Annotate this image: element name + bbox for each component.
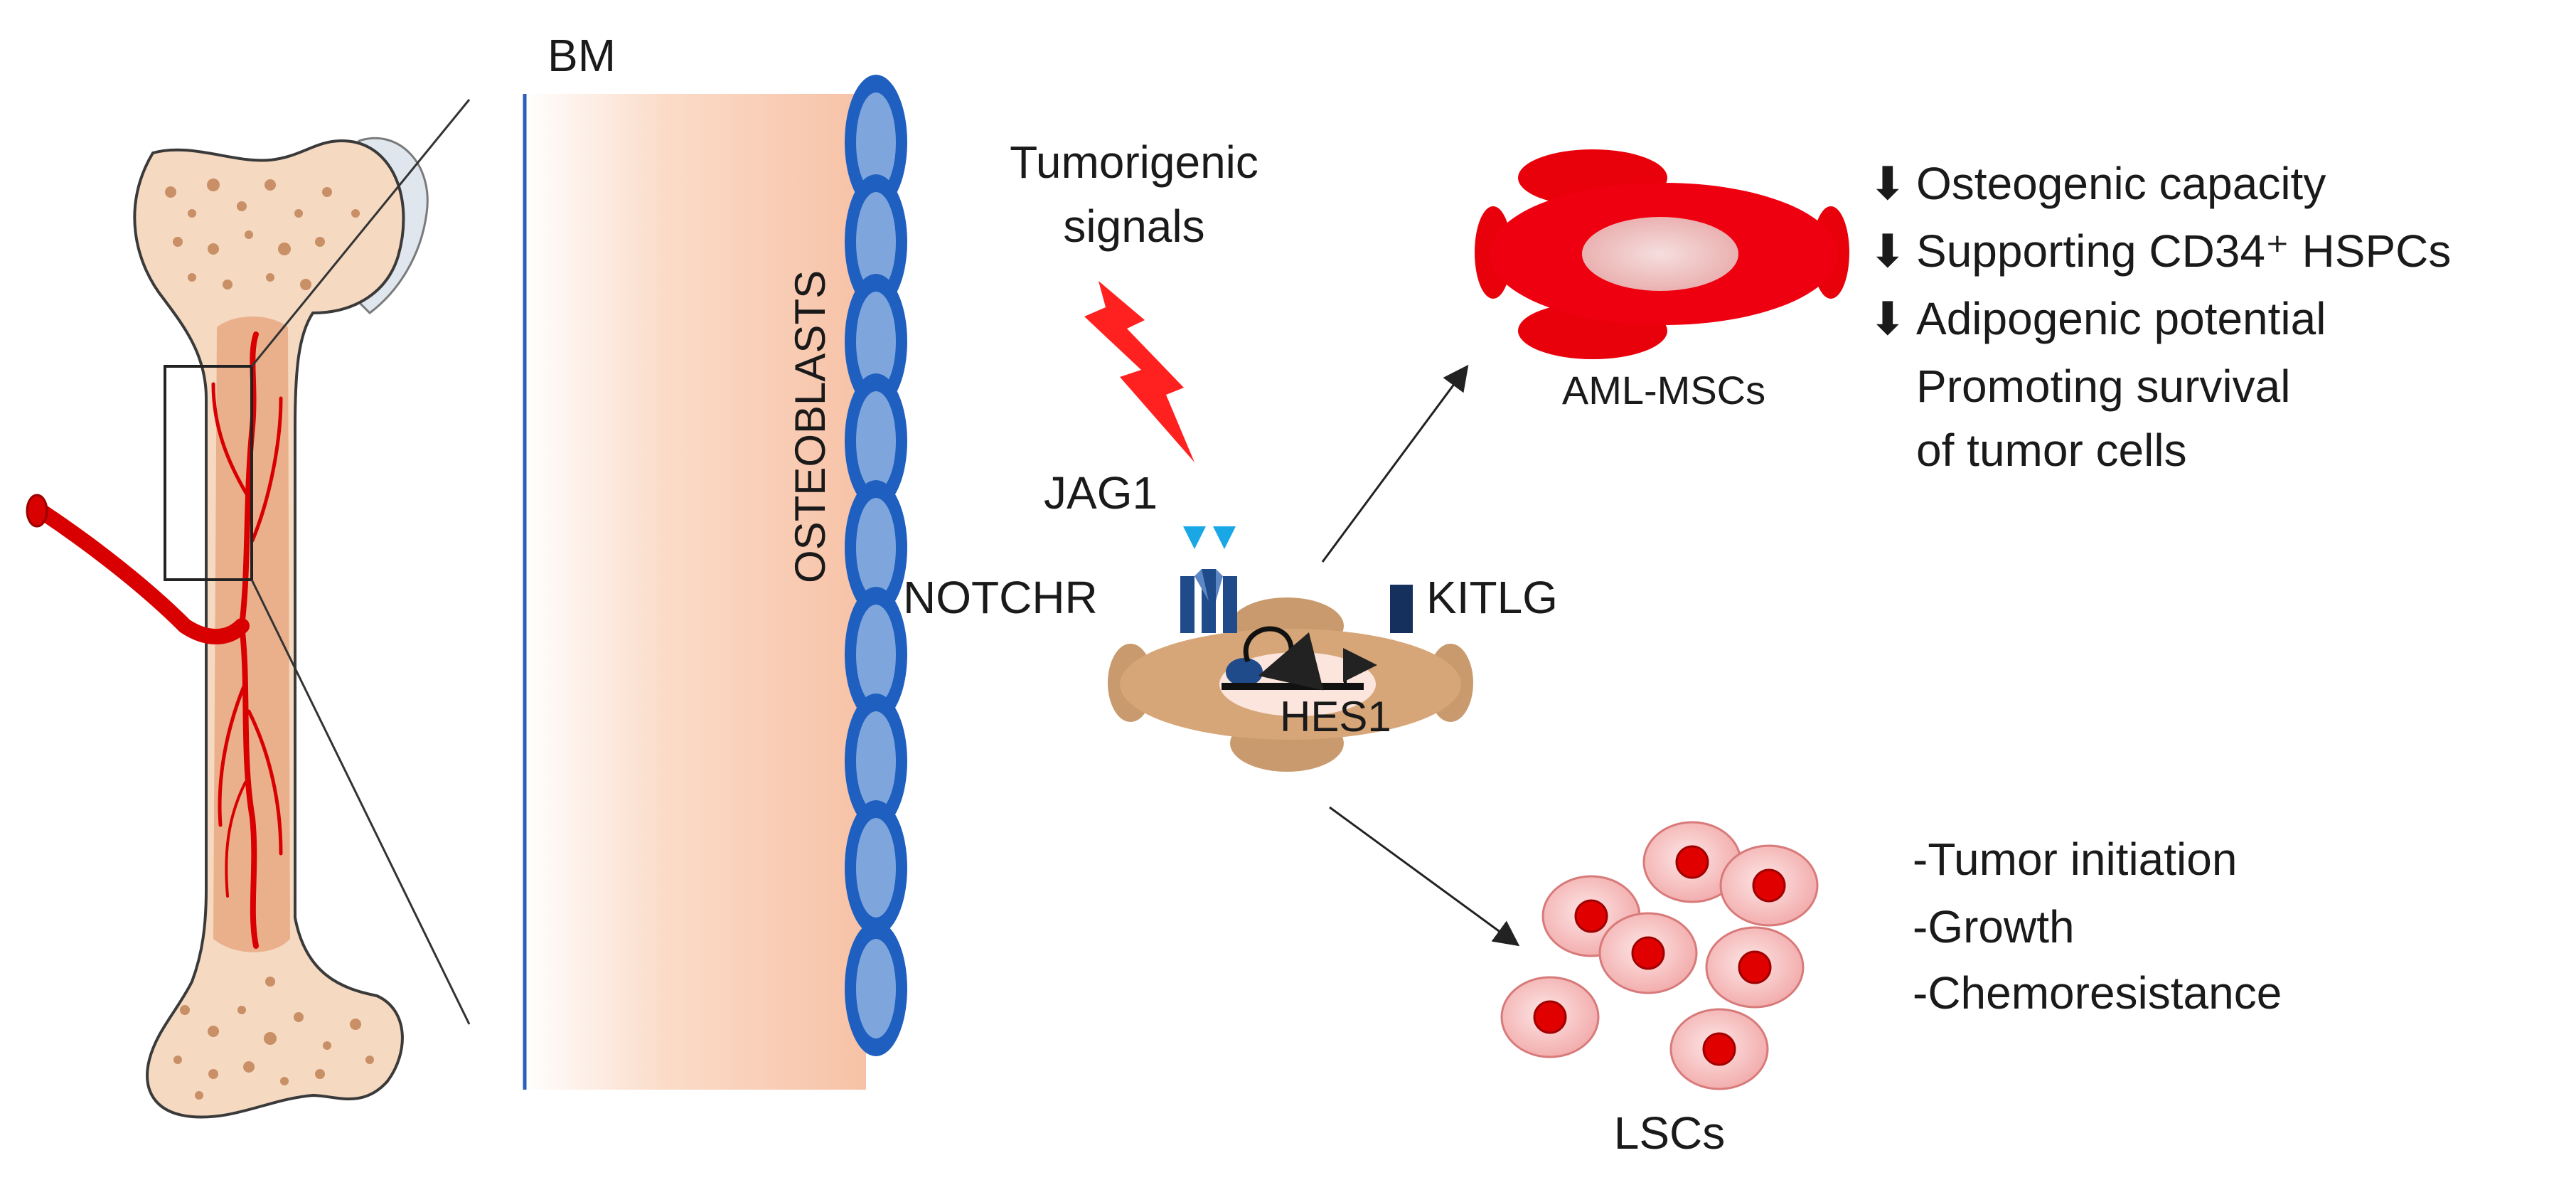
aml-msc-cell [1475, 149, 1849, 359]
transcription-factor-icon [1226, 658, 1263, 686]
osteoblast-cell [845, 693, 907, 829]
osteoblast-cell [845, 174, 907, 309]
osteoblast-cell [845, 75, 907, 210]
lsc-cell [1500, 976, 1600, 1058]
lsc-cell [1598, 912, 1698, 994]
osteoblast-cell [845, 274, 907, 409]
aml-effect-item: Promoting survival [1916, 361, 2290, 412]
msc-cell [1108, 597, 1473, 772]
lsc-effect-item: -Growth [1913, 901, 2075, 952]
jag1-ligand-icon [1183, 526, 1206, 549]
notchr-label: NOTCHR [903, 572, 1098, 623]
zoom-line-top [250, 99, 471, 367]
decrease-arrow-icon: ⬇ [1869, 225, 1907, 277]
osteoblast-cell [845, 800, 907, 935]
aml-effect-item: Adipogenic potential [1916, 293, 2326, 344]
feedback-loop-arrow-icon [1243, 626, 1324, 691]
arrow-to-lscs [1329, 806, 1520, 947]
bm-label: BM [547, 30, 616, 81]
kitlg-icon [1390, 585, 1413, 633]
aml-effect-item: Supporting CD34⁺ HSPCs [1916, 225, 2451, 277]
bone-marrow-region [525, 94, 866, 1090]
hes1-label: HES1 [1280, 693, 1391, 740]
lsc-cell [1705, 926, 1805, 1009]
lightning-bolt-icon [1084, 281, 1195, 462]
kitlg-label: KITLG [1426, 572, 1558, 623]
transcription-start-arrow-icon [1343, 648, 1377, 683]
zoom-line-bottom [250, 579, 471, 1025]
osteoblast-cell [845, 480, 907, 615]
lsc-effect-item: -Tumor initiation [1913, 834, 2237, 885]
osteoblast-cell [845, 373, 907, 509]
aml-effects-list: ⬇Osteogenic capacity⬇Supporting CD34⁺ HS… [1869, 158, 2451, 476]
osteoblast-cell [845, 921, 907, 1056]
spongy-bone-top [165, 179, 360, 290]
tumorigenic-signals-label-line1: Tumorigenic [1010, 137, 1258, 188]
tumorigenic-signals-label-line2: signals [1063, 201, 1204, 252]
spongy-bone-bottom [173, 977, 374, 1100]
hes1-gene-bar [1222, 683, 1364, 690]
osteoblast-cell [845, 587, 907, 722]
lscs-label: LSCs [1614, 1107, 1726, 1159]
notch-receptor-icon [1180, 569, 1237, 633]
bone-illustration [26, 137, 429, 1119]
lsc-cell [1669, 1008, 1769, 1090]
decrease-arrow-icon: ⬇ [1869, 158, 1907, 209]
lsc-cluster [1500, 821, 1819, 1090]
jag1-ligand-icon [1213, 526, 1236, 549]
vessel-opening [26, 494, 48, 528]
aml-effect-item: of tumor cells [1916, 425, 2187, 476]
aml-mscs-label: AML-MSCs [1562, 368, 1765, 413]
lsc-effect-item: -Chemoresistance [1913, 967, 2282, 1019]
lsc-effects-list: -Tumor initiation -Growth -Chemoresistance [1913, 834, 2282, 1019]
decrease-arrow-icon: ⬇ [1869, 293, 1907, 344]
aml-effect-item: Osteogenic capacity [1916, 158, 2326, 209]
osteoblast-chain [845, 75, 907, 1056]
jag1-label: JAG1 [1044, 467, 1158, 519]
lsc-cell [1719, 844, 1819, 927]
arrow-to-aml-mscs [1321, 364, 1469, 563]
aml-msc-nucleus [1582, 217, 1738, 291]
zoom-box [164, 365, 253, 581]
osteoblasts-label: OSTEOBLASTS [786, 270, 834, 583]
